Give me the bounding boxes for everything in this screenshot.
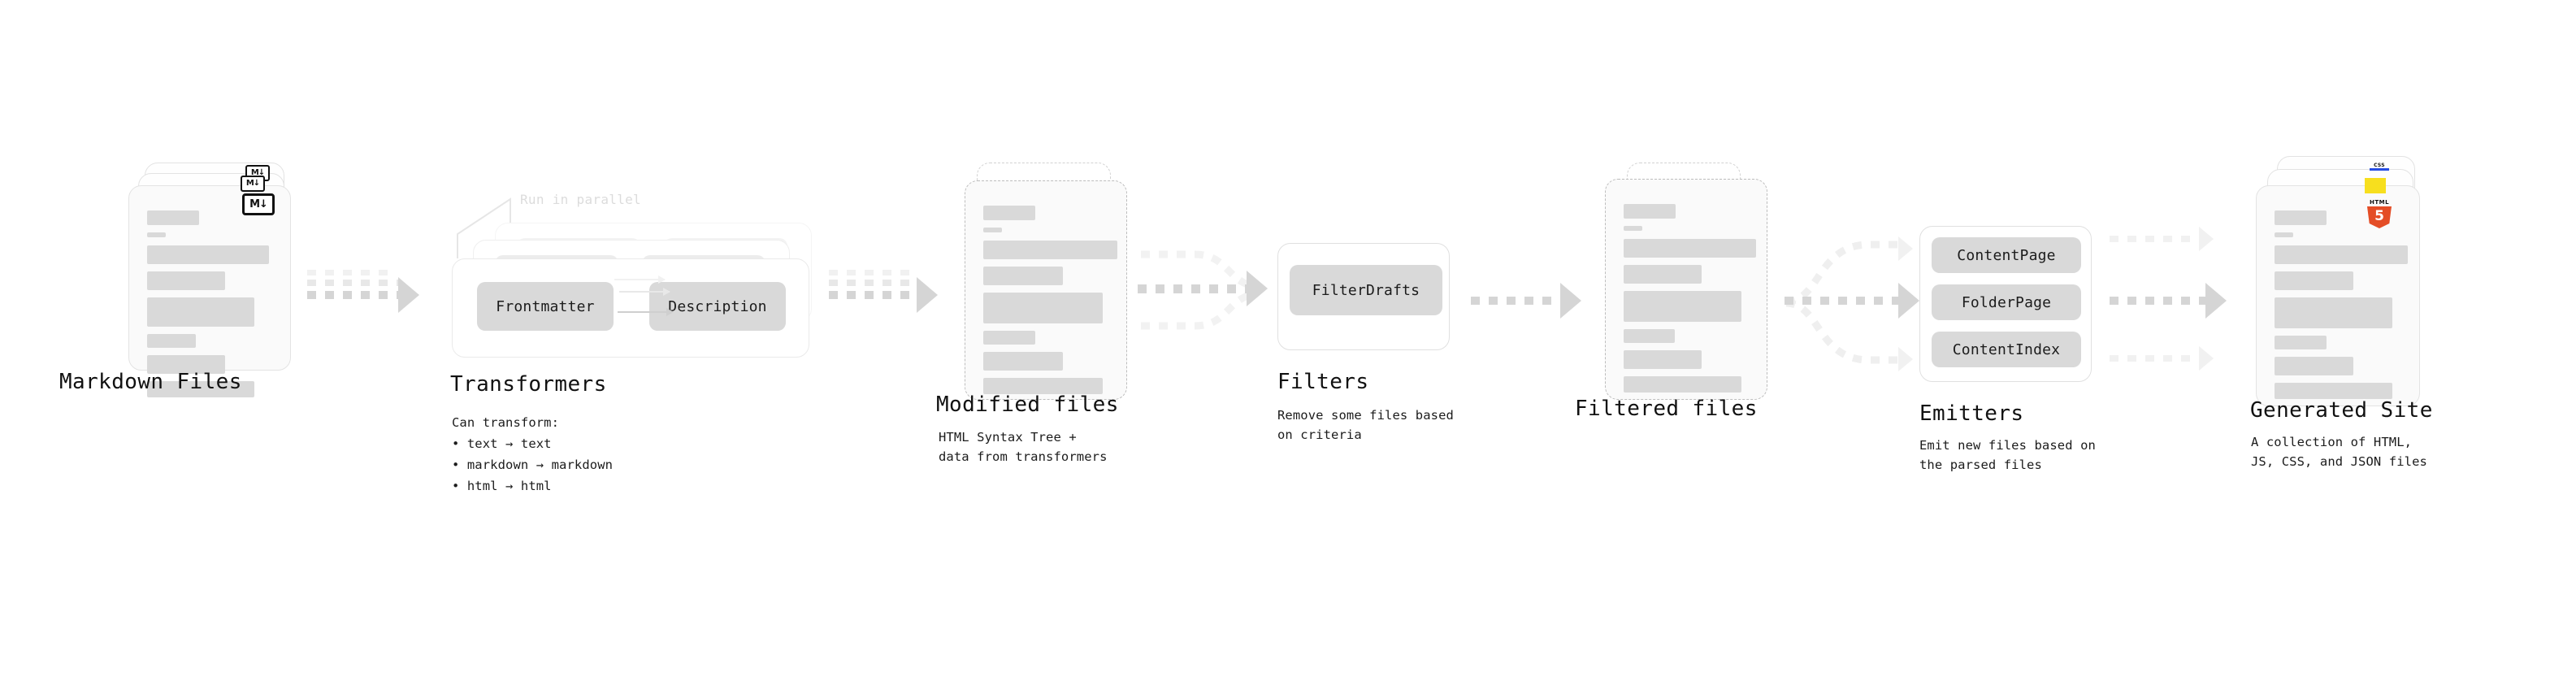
stage-title-markdown-files: Markdown Files xyxy=(59,370,242,394)
filters-subtitle-0: Remove some files based xyxy=(1277,408,1454,423)
converge-curve-top xyxy=(1138,250,1260,292)
modified-files-subtitle-1: data from transformers xyxy=(939,449,1108,464)
run-in-parallel-note: Run in parallel xyxy=(520,192,641,207)
stage-title-generated-site: Generated Site xyxy=(2250,398,2433,423)
stage-title-emitters: Emitters xyxy=(1919,401,2024,426)
stage-generated-site: CSS HTML Generated Site A collection of … xyxy=(2250,156,2446,469)
css-icon-label: CSS xyxy=(2374,163,2385,168)
stage-modified-files: Modified files HTML Syntax Tree + data f… xyxy=(936,163,1146,464)
markdown-icon-mid: M↓ xyxy=(241,176,265,192)
transformer-mini-arrow-back xyxy=(614,275,666,284)
site-card-front xyxy=(2256,185,2420,406)
modified-card-front xyxy=(965,180,1127,400)
markdown-card-content xyxy=(147,210,275,405)
emitters-pill-folderpage[interactable]: FolderPage xyxy=(1932,284,2081,320)
transformer-pill-frontmatter[interactable]: Frontmatter xyxy=(477,282,614,331)
stage-title-filters: Filters xyxy=(1277,370,1369,394)
markdown-icon: M↓ xyxy=(242,193,275,215)
emitters-subtitle-1: the parsed files xyxy=(1919,458,2042,472)
transformer-mini-arrow-mid xyxy=(619,288,670,296)
fanout-curve-bottom xyxy=(1785,299,1915,370)
site-card-content xyxy=(2275,210,2408,406)
transformers-bullet-0: • text → text xyxy=(452,436,552,451)
emitters-pill-contentpage[interactable]: ContentPage xyxy=(1932,237,2081,273)
emitters-pill-contentindex[interactable]: ContentIndex xyxy=(1932,332,2081,367)
modified-files-subtitle-0: HTML Syntax Tree + xyxy=(939,430,1077,445)
filters-card: FilterDrafts xyxy=(1277,243,1450,350)
stage-title-filtered-files: Filtered files xyxy=(1575,397,1758,421)
generated-site-subtitle-1: JS, CSS, and JSON files xyxy=(2251,454,2427,469)
html5-icon: HTML xyxy=(2366,199,2392,228)
js-icon xyxy=(2365,178,2386,193)
emitters-subtitle-0: Emit new files based on xyxy=(1919,438,2096,453)
transformers-bullet-1: • markdown → markdown xyxy=(452,458,614,472)
stage-title-modified-files: Modified files xyxy=(936,393,1119,417)
filters-subtitle-1: on criteria xyxy=(1277,427,1362,442)
filters-pill-filterdrafts[interactable]: FilterDrafts xyxy=(1290,265,1442,315)
filtered-card-content xyxy=(1624,204,1756,400)
filtered-card-front xyxy=(1605,179,1767,400)
converge-curve-bottom xyxy=(1138,289,1260,331)
fanout-curve-top xyxy=(1785,235,1915,306)
transformers-subtitle-head: Can transform: xyxy=(452,415,560,430)
markdown-card-front xyxy=(128,185,291,397)
transformers-bullet-2: • html → html xyxy=(452,479,552,493)
emitters-card: ContentPage FolderPage ContentIndex xyxy=(1919,226,2092,382)
modified-card-content xyxy=(983,206,1117,401)
stage-markdown-files: M↓ M↓ M↓ Markdown Files xyxy=(59,163,309,423)
stage-title-transformers: Transformers xyxy=(450,372,607,397)
transformer-mini-arrow-front xyxy=(618,308,674,316)
generated-site-subtitle-0: A collection of HTML, xyxy=(2251,435,2413,449)
css-icon: CSS xyxy=(2370,163,2389,171)
transformer-pill-description[interactable]: Description xyxy=(649,282,786,331)
stage-filtered-files: Filtered files xyxy=(1575,163,1788,431)
transformer-card-front: Frontmatter Description xyxy=(452,258,809,358)
html5-icon-label: HTML xyxy=(2369,199,2390,206)
run-in-parallel-bracket xyxy=(452,195,549,262)
